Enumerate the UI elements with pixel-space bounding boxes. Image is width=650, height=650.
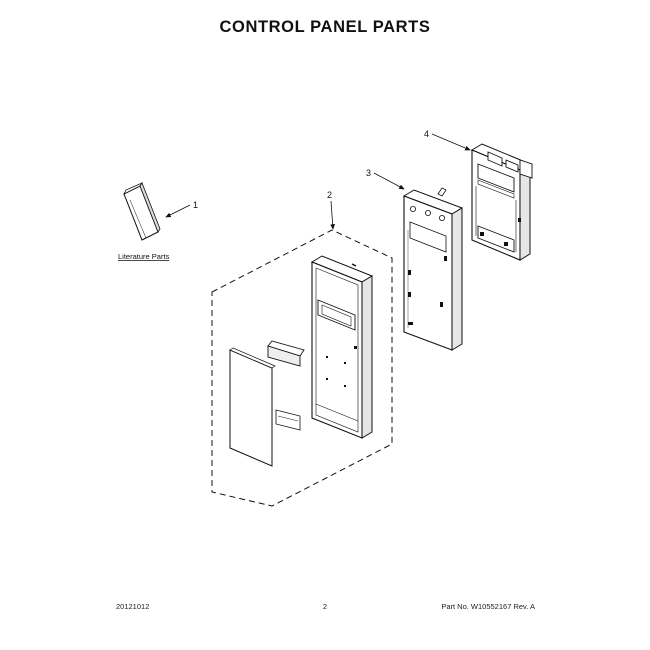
literature-parts-caption: Literature Parts bbox=[118, 252, 170, 261]
callout-4: 4 bbox=[424, 129, 429, 139]
electronic-control-board[interactable] bbox=[470, 143, 533, 261]
callout-3-leader bbox=[373, 172, 405, 190]
footer-date: 20121012 bbox=[116, 602, 150, 611]
keypad-ribbon-tail bbox=[275, 409, 301, 431]
callout-2-leader bbox=[330, 200, 336, 230]
callout-1: 1 bbox=[193, 200, 198, 210]
footer-page-number: 2 bbox=[322, 602, 328, 611]
callout-4-leader bbox=[431, 133, 471, 151]
footer-part-number: Part No. W10552167 Rev. A bbox=[441, 602, 535, 611]
callout-2: 2 bbox=[327, 190, 332, 200]
control-panel-frame[interactable] bbox=[310, 255, 374, 439]
control-panel-assembly-boundary bbox=[211, 229, 393, 507]
keypad-overlay[interactable] bbox=[229, 347, 276, 467]
literature-parts-booklet[interactable] bbox=[123, 182, 161, 241]
callout-1-leader bbox=[165, 204, 191, 218]
callout-3: 3 bbox=[366, 168, 371, 178]
control-panel-bracket[interactable] bbox=[402, 187, 464, 351]
display-lens[interactable] bbox=[267, 340, 305, 367]
page-title: CONTROL PANEL PARTS bbox=[219, 18, 431, 36]
